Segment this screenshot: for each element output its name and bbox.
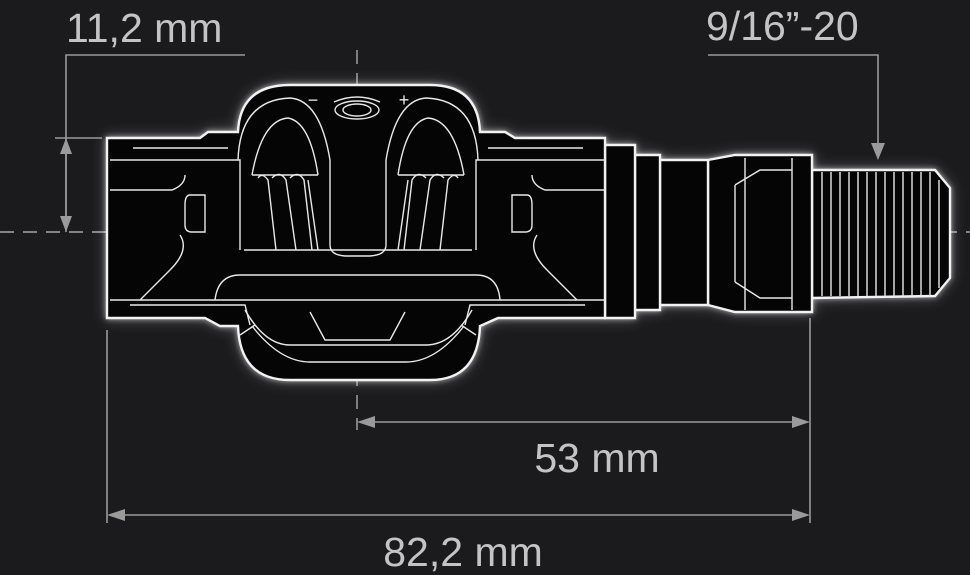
pedal-body [105,83,607,382]
body-end-cap [603,143,637,320]
overall-length-dimension: 82,2 mm [107,509,810,575]
thread-dimension: 9/16”-20 [706,3,885,160]
axle-sleeve [658,158,710,307]
axle-collar [633,153,662,312]
thread-lines [821,172,940,296]
axle-hex [706,153,814,314]
overall-length-label: 82,2 mm [383,529,543,575]
tension-minus-label: − [308,90,319,110]
thread-label: 9/16”-20 [706,3,859,49]
tension-plus-label: + [399,90,410,110]
body-details [110,97,605,363]
pedal-outline: − + [105,83,952,382]
stack-height-label: 11,2 mm [66,5,222,51]
q-factor-dimension: 53 mm [357,416,810,481]
tension-adjuster-icon [333,96,381,120]
q-factor-label: 53 mm [534,435,659,481]
stack-height-dimension: 11,2 mm [55,5,245,232]
